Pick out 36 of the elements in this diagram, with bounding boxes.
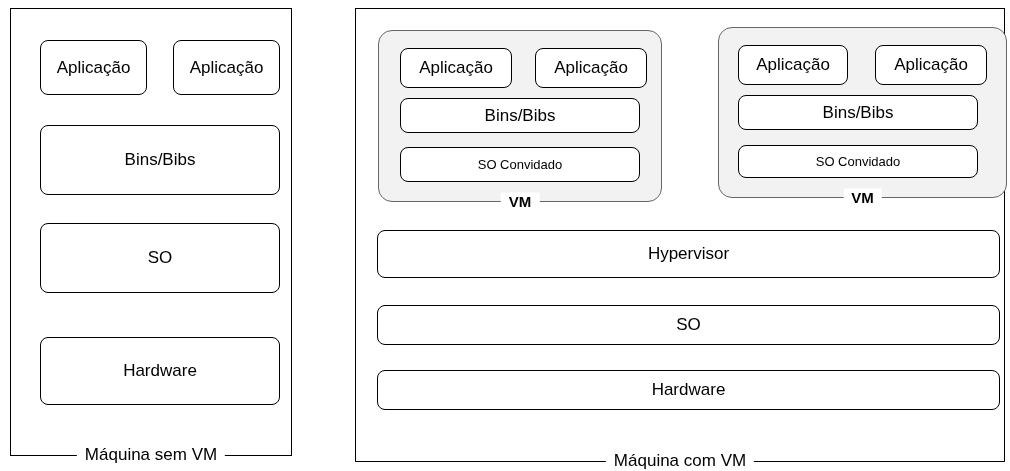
layer-box [40,223,280,293]
layer-label: Bins/Bibs [124,150,196,170]
layer-box [875,45,987,85]
layer-box [400,48,512,88]
layer-label: Aplicação [756,55,830,75]
layer-box [400,147,640,182]
layer-label: Bins/Bibs [484,105,556,126]
layer-label: Hardware [651,380,726,400]
machine-label: Máquina com VM [605,451,755,471]
layer-label: Aplicação [189,57,264,78]
layer-box [377,370,1000,410]
layer-label: Bins/Bibs [822,102,894,123]
layer-label: Aplicação [894,55,968,75]
layer-box [377,230,1000,278]
layer-label: Aplicação [56,57,131,78]
layer-label: SO Convidado [815,154,901,169]
layer-box [377,305,1000,345]
layer-box [738,45,848,85]
layer-label: Hypervisor [647,244,730,264]
machine-label: Máquina sem VM [76,445,226,465]
vm-label: VM [843,188,882,206]
vm-label: VM [500,192,540,210]
layer-label: Hardware [123,361,197,381]
layer-box [738,145,978,178]
layer-label: Aplicação [554,58,628,78]
layer-label: SO [676,315,701,335]
layer-label: SO Convidado [477,157,563,172]
layer-box [40,40,147,95]
layer-box [40,337,280,405]
layer-label: Aplicação [419,58,493,78]
layer-box [40,125,280,195]
layer-label: SO [147,248,173,268]
layer-box [535,48,647,88]
layer-box [738,95,978,130]
layer-box [400,98,640,133]
layer-box [173,40,280,95]
